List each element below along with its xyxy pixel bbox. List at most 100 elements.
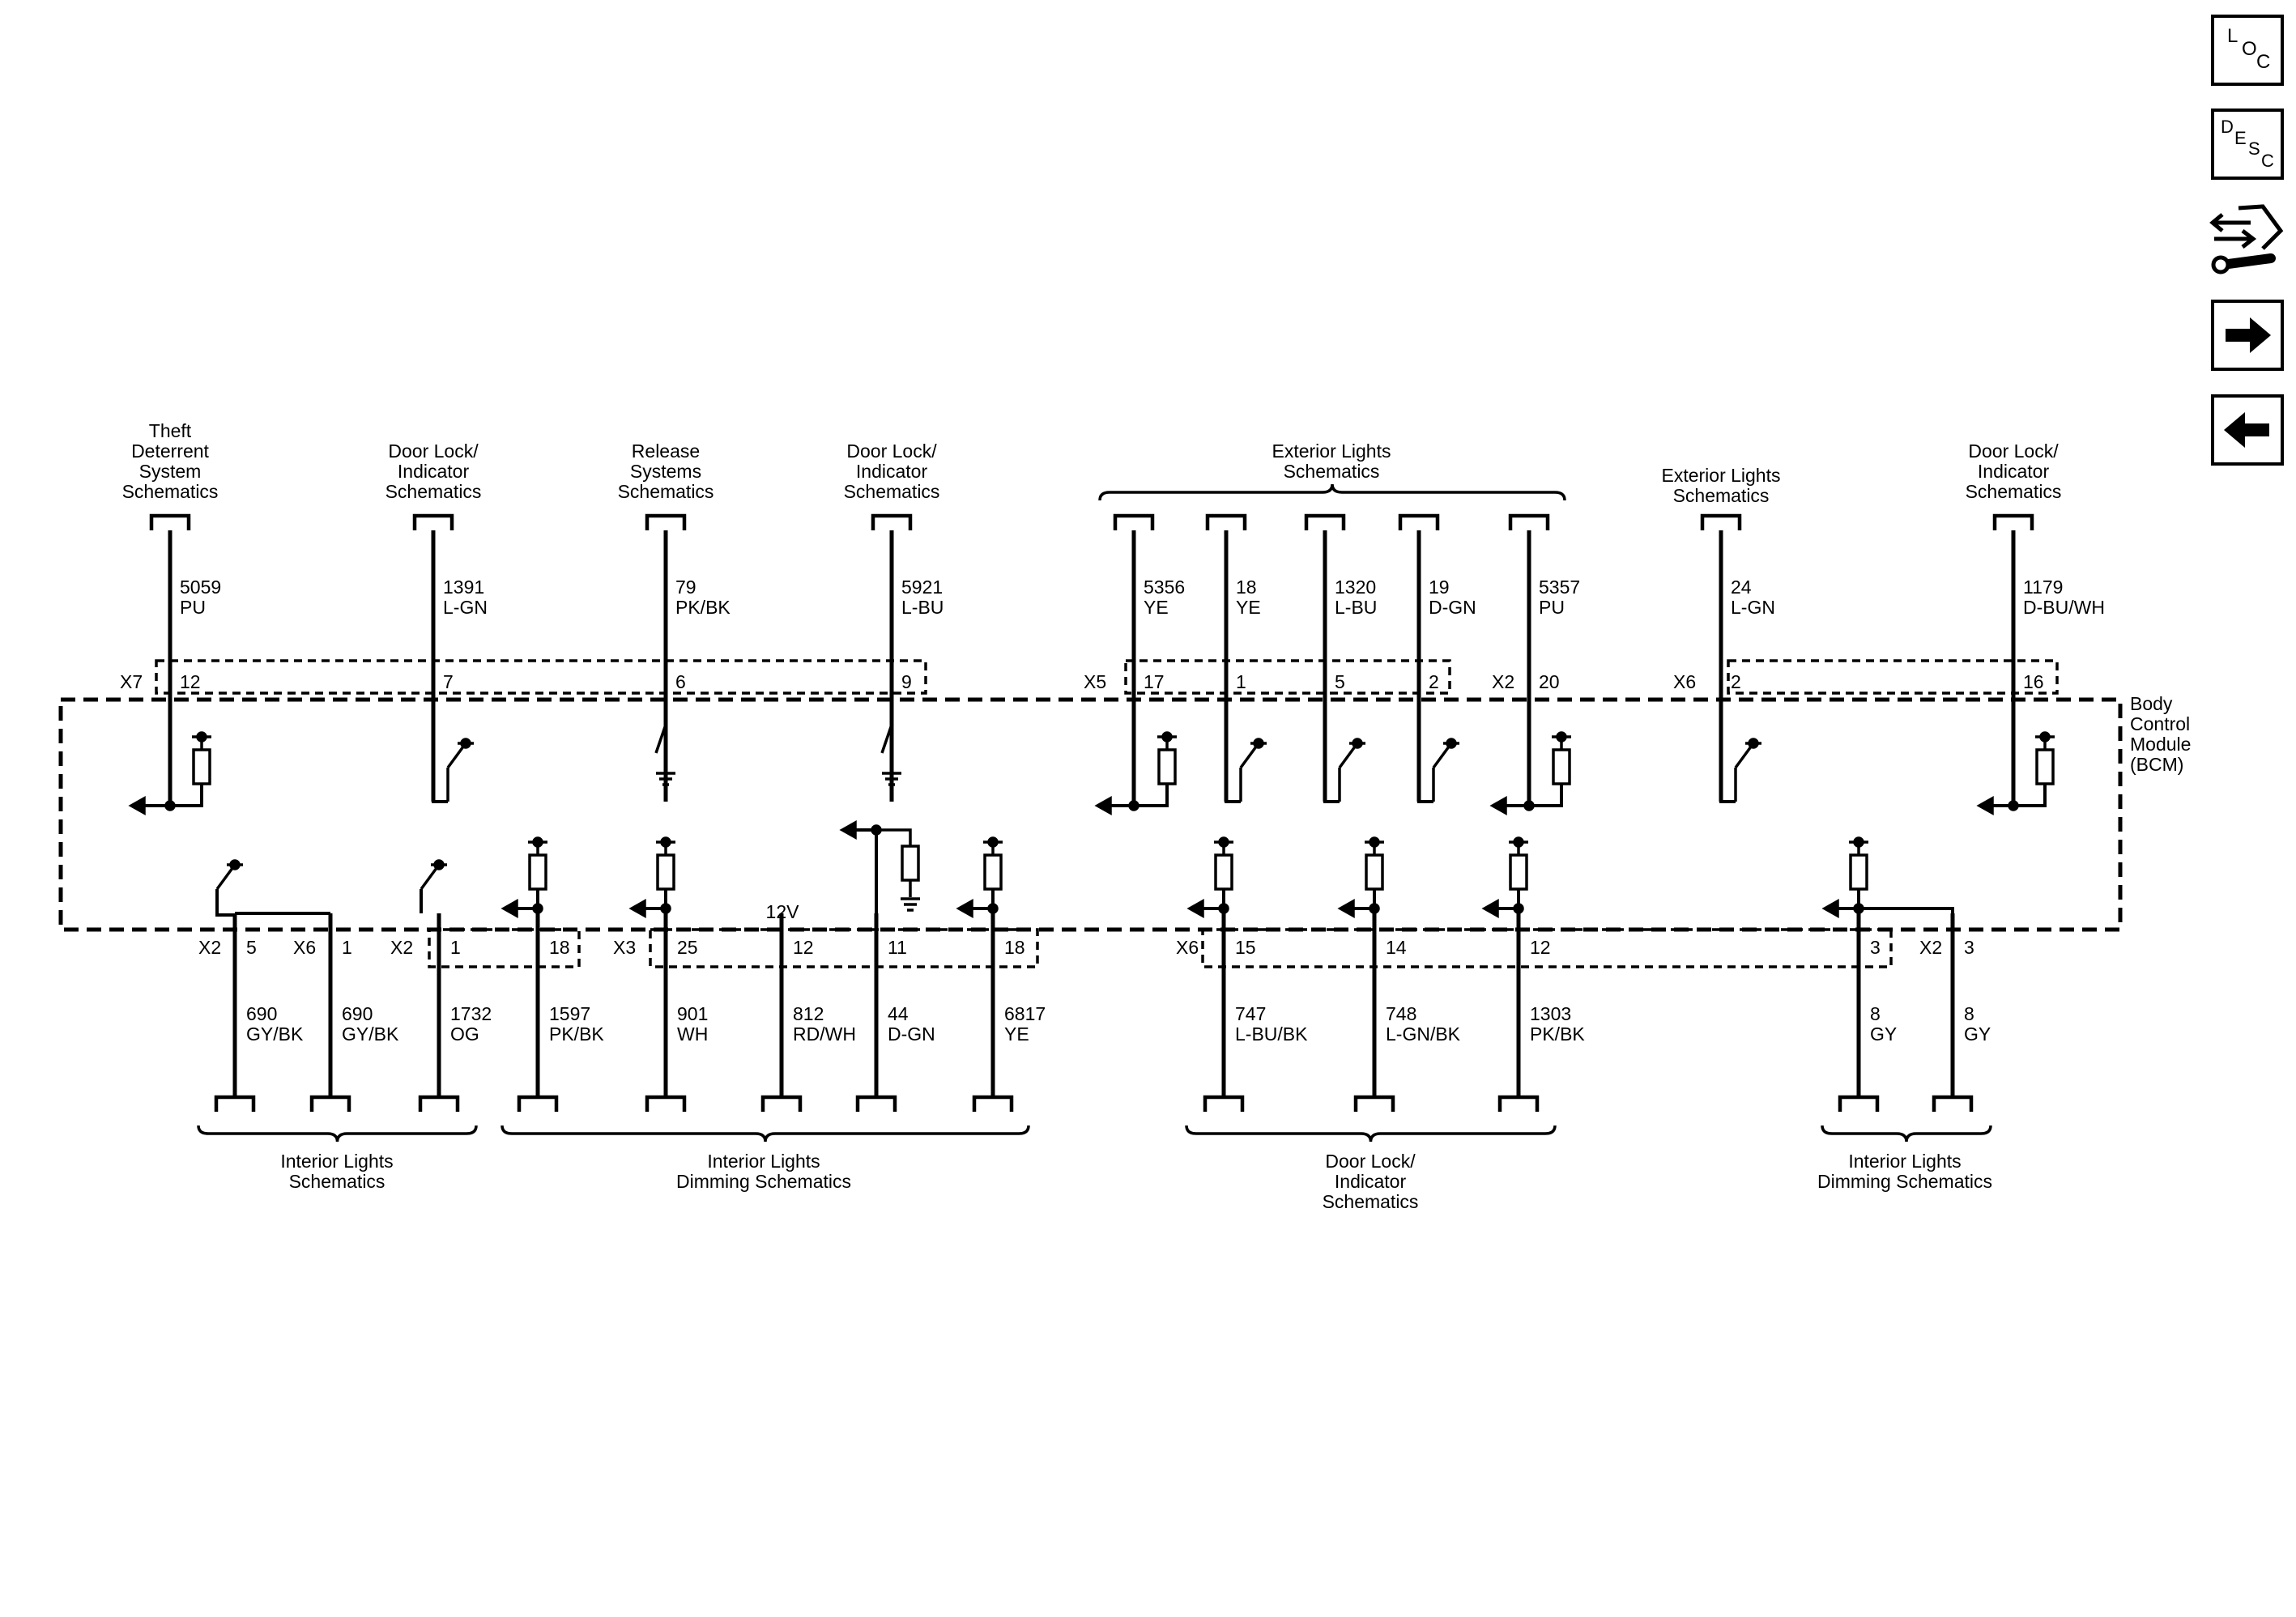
group-brace	[1185, 1125, 1557, 1143]
switch-blade	[1239, 742, 1260, 769]
circuit-number: 690	[246, 1003, 277, 1024]
destination-label: Door Lock/	[1325, 1151, 1416, 1172]
harness-connector	[418, 1095, 460, 1112]
destination-label: Schematics	[289, 1171, 386, 1192]
wire-color: GY/BK	[246, 1023, 304, 1045]
junction-dot	[1218, 903, 1229, 914]
circuit-number: 1597	[549, 1003, 590, 1024]
internal-wire	[1417, 800, 1433, 803]
group-brace	[1821, 1125, 1992, 1143]
destination-label: Schematics	[386, 481, 482, 502]
module-name: Control	[2130, 713, 2190, 734]
destination-label: Schematics	[1673, 485, 1770, 506]
junction-dot	[660, 903, 671, 914]
harness-connector	[1398, 513, 1440, 530]
internal-wire	[1983, 784, 2047, 807]
wire-color: D-GN	[1429, 597, 1476, 618]
connector-repair-icon[interactable]	[2206, 198, 2287, 279]
circuit-number: 1391	[443, 577, 484, 598]
harness-connector	[645, 513, 687, 530]
connector-label: X7	[120, 671, 143, 692]
junction-dot	[1128, 800, 1139, 811]
harness-connector	[1304, 513, 1346, 530]
junction-dot	[1513, 903, 1524, 914]
harness-connector	[517, 1095, 559, 1112]
pin-number: 15	[1235, 937, 1256, 958]
destination-label: Schematics	[844, 481, 940, 502]
wire-color: GY	[1964, 1023, 1991, 1045]
destination-label: Schematics	[122, 481, 219, 502]
signal-arrow	[1094, 796, 1112, 815]
signal-arrow	[1337, 899, 1355, 918]
harness-connector	[1203, 1095, 1245, 1112]
connector-label: X5	[1084, 671, 1106, 692]
harness-connector	[871, 513, 913, 530]
internal-wire	[846, 828, 878, 913]
junction-dot	[1369, 903, 1380, 914]
pin-number: 1	[450, 937, 461, 958]
resistor	[1214, 853, 1233, 891]
wire-color: GY	[1870, 1023, 1897, 1045]
signal-arrow	[128, 796, 146, 815]
destination-label: Systems	[630, 461, 701, 482]
connector-label: X6	[1176, 937, 1199, 958]
harness-connector	[1838, 1095, 1880, 1112]
destination-label: Indicator	[398, 461, 470, 482]
internal-wire	[134, 784, 203, 807]
circuit-number: 24	[1731, 577, 1752, 598]
components	[58, 483, 2123, 1143]
wire-color: PK/BK	[549, 1023, 604, 1045]
wire-color: L-BU/BK	[1235, 1023, 1308, 1045]
pin-number: 1	[1236, 671, 1246, 692]
wire-color: L-GN	[443, 597, 488, 618]
signal-arrow	[956, 899, 973, 918]
destination-label: Interior Lights	[280, 1151, 393, 1172]
circuit-number: 5921	[901, 577, 943, 598]
resistor	[983, 853, 1003, 891]
desc-letter: C	[2261, 151, 2274, 171]
destination-label: Theft	[149, 420, 192, 441]
supply-label: 12V	[766, 901, 800, 922]
harness-connector	[1113, 513, 1155, 530]
pin-number: 5	[246, 937, 257, 958]
location-button[interactable]: L O C	[2211, 15, 2284, 86]
next-button[interactable]	[2211, 300, 2284, 371]
resistor	[1157, 748, 1177, 785]
wire-color: PU	[1539, 597, 1565, 618]
pin-number: 11	[888, 937, 907, 958]
harness-connector	[645, 1095, 687, 1112]
destination-label: Schematics	[1966, 481, 2062, 502]
wire-color: PK/BK	[675, 597, 731, 618]
harness-connector	[972, 1095, 1014, 1112]
signal-arrow	[1976, 796, 1994, 815]
group-brace	[501, 1125, 1030, 1143]
description-button[interactable]: D E S C	[2211, 109, 2284, 180]
wire-color: PU	[180, 597, 206, 618]
signal-arrow	[501, 899, 518, 918]
switch-blade	[446, 742, 467, 769]
wire-color: PK/BK	[1530, 1023, 1585, 1045]
circuit-number: 79	[675, 577, 696, 598]
connector-label: X6	[1673, 671, 1696, 692]
destination-label: System	[139, 461, 202, 482]
junction-dot	[871, 824, 882, 836]
back-button[interactable]	[2211, 394, 2284, 466]
internal-wire	[1101, 784, 1169, 807]
module-name: Body	[2130, 693, 2173, 714]
destination-label: Indicator	[856, 461, 928, 482]
internal-wire	[432, 800, 448, 803]
wire-color: L-BU	[901, 597, 944, 618]
group-brace	[197, 1125, 478, 1143]
internal-wire	[1859, 907, 1954, 913]
pin-number: 12	[180, 671, 201, 692]
wire-color: YE	[1236, 597, 1261, 618]
circuit-number: 5357	[1539, 577, 1580, 598]
resistor	[2035, 748, 2055, 785]
pin-number: 14	[1386, 937, 1407, 958]
internal-wire	[215, 889, 235, 917]
signal-arrow	[1481, 899, 1499, 918]
resistor	[1509, 853, 1528, 891]
circuit-number: 812	[793, 1003, 824, 1024]
pin-number: 3	[1870, 937, 1881, 958]
